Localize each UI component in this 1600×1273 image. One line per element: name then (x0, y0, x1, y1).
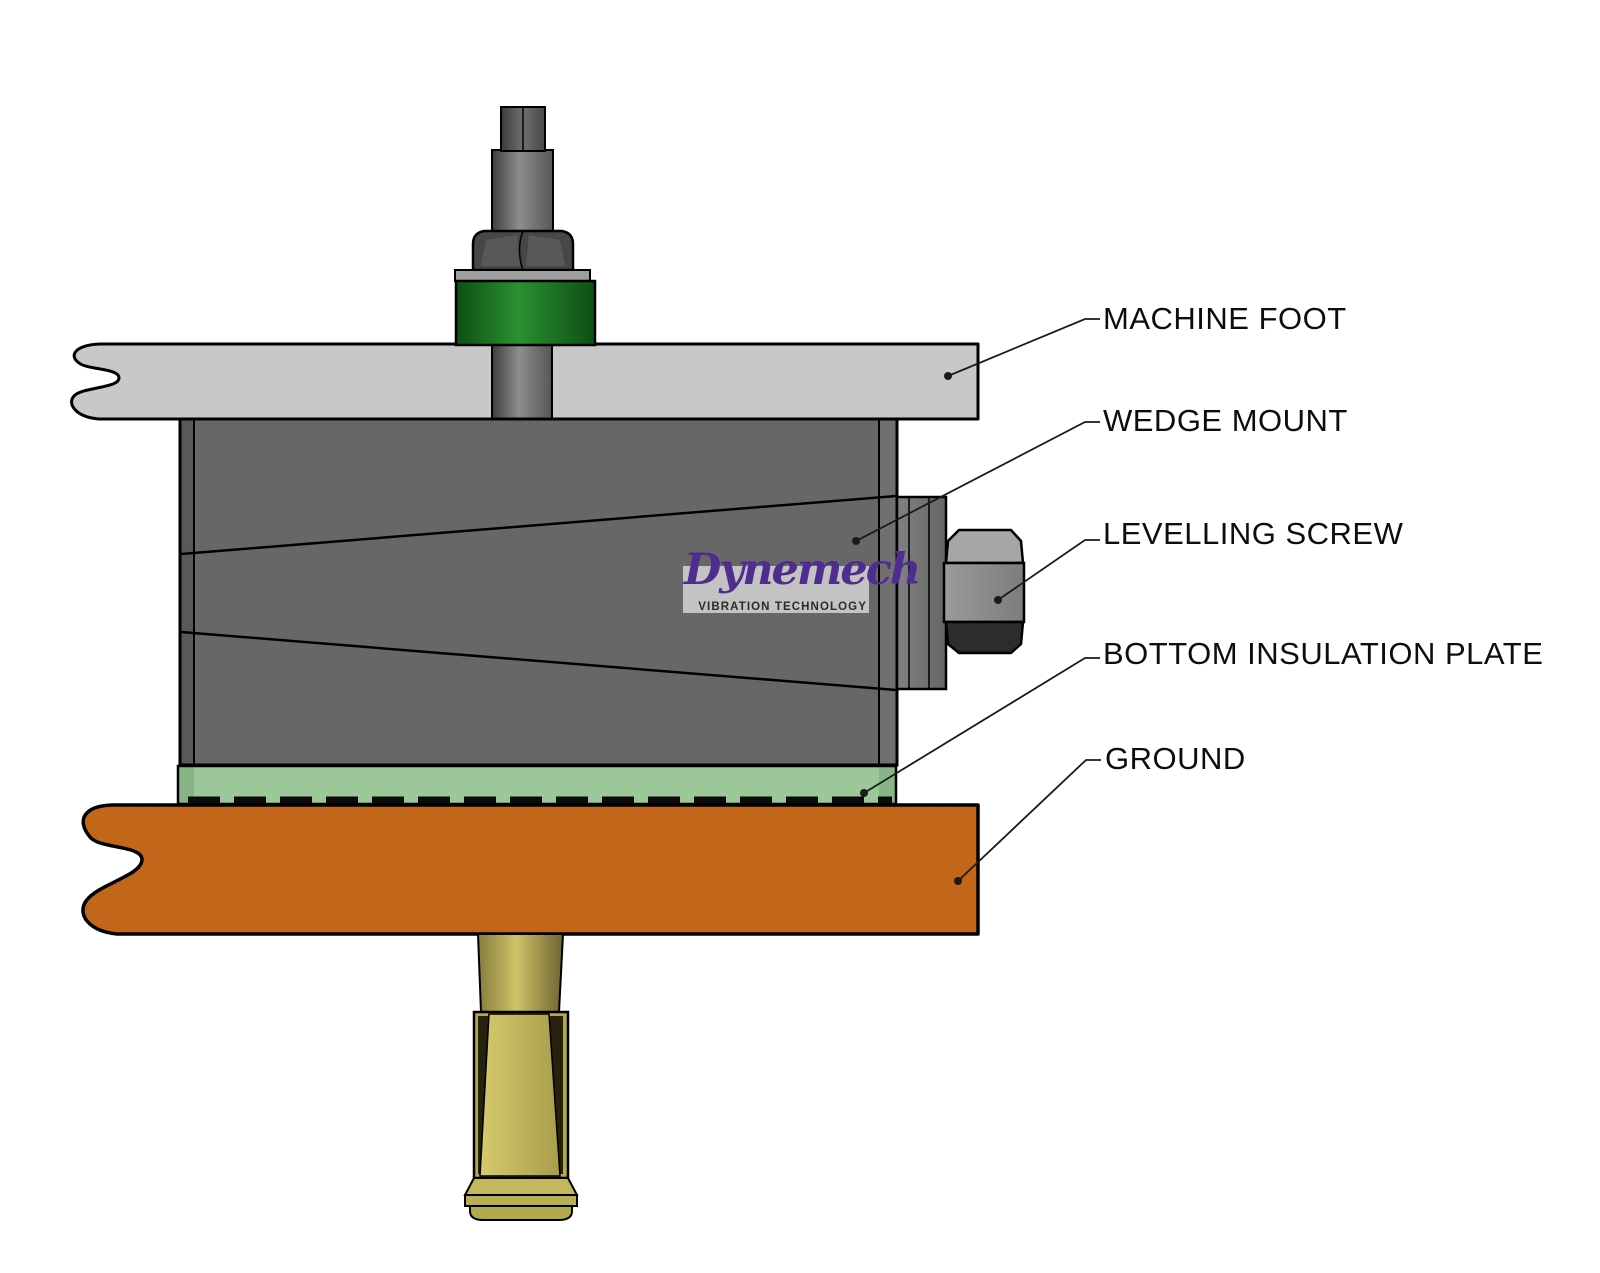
levelling-screw-nut-bottom (944, 620, 1025, 655)
leader-dot-bottom-insulation-plate (860, 789, 868, 797)
anchor-cone (479, 1013, 561, 1177)
label-bottom-insulation-plate: BOTTOM INSULATION PLATE (1103, 636, 1544, 671)
top-hex-nut-face-left (481, 235, 520, 266)
wedge-taper-line-lower (180, 630, 897, 692)
anchor-sleeve-slot-left (478, 1016, 489, 1174)
logo-brand-text: Dynemech (684, 545, 921, 595)
ground-slab (81, 803, 980, 936)
leader-bottom-insulation-plate (863, 657, 1100, 794)
leader-dot-wedge-mount (852, 537, 860, 545)
leader-ground (957, 759, 1101, 882)
wedge-taper-line-upper (180, 494, 897, 556)
dynemech-logo: Dynemech VIBRATION TECHNOLOGY (683, 549, 921, 613)
label-ground: GROUND (1105, 741, 1246, 776)
levelling-screw-nut-top (944, 528, 1025, 565)
anchor-shank (476, 933, 565, 1013)
anchor-flare (463, 1177, 579, 1196)
green-damping-ring (454, 279, 597, 347)
label-machine-foot: MACHINE FOOT (1103, 301, 1347, 336)
anchor-band (464, 1194, 578, 1207)
logo-tagline-text: VIBRATION TECHNOLOGY (698, 601, 867, 613)
leader-levelling-screw (997, 539, 1100, 601)
label-levelling-screw: LEVELLING SCREW (1103, 516, 1404, 551)
wedge-mount-right-face (879, 419, 897, 765)
wedge-mount-left-face (180, 419, 194, 765)
levelling-screw-nut-mid (942, 561, 1026, 624)
leader-wedge-mount (855, 421, 1100, 542)
leader-dot-ground (954, 877, 962, 885)
anchor-cap (469, 1205, 573, 1221)
levelling-screw-boss (895, 495, 948, 691)
bottom-insulation-plate-left-face (178, 766, 194, 804)
top-hex-nut-face-right (526, 235, 565, 266)
adjusting-stud (491, 149, 554, 233)
bolt-shank-through-foot (491, 344, 553, 420)
leader-dot-levelling-screw (994, 596, 1002, 604)
label-wedge-mount: WEDGE MOUNT (1103, 403, 1348, 438)
leader-dot-machine-foot (944, 372, 952, 380)
top-hex-nut-split (518, 230, 524, 271)
washer (454, 269, 591, 282)
leader-machine-foot (947, 318, 1100, 377)
